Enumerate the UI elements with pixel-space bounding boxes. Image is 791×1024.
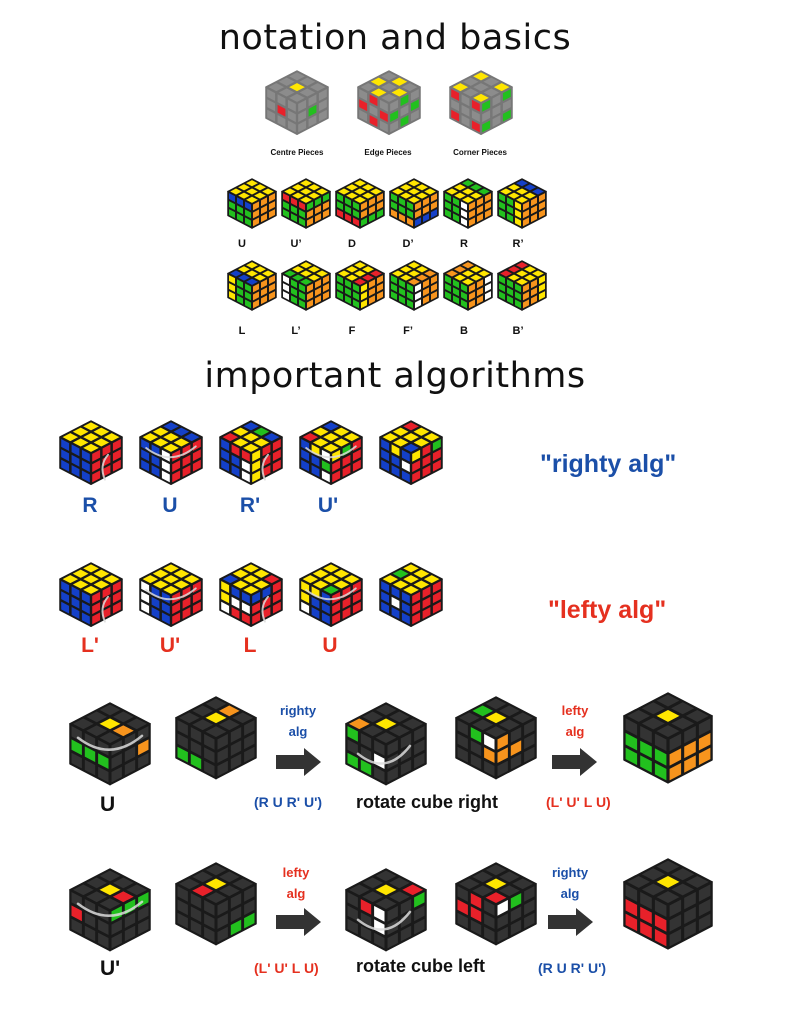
righty-move-label: U — [162, 494, 178, 517]
case-uprime-arrow2-label: righty alg — [551, 865, 589, 901]
notation-title: notation and basics — [218, 18, 572, 58]
case-u-arrow2-label: lefty alg — [561, 703, 589, 739]
righty-move-label: R — [82, 494, 98, 517]
cube-icon — [175, 862, 257, 946]
move-label: U’ — [290, 238, 302, 250]
righty-move-label: U' — [317, 494, 339, 517]
cube-icon — [69, 868, 151, 952]
cube-icon — [139, 562, 203, 627]
case-uprime-rotate: rotate cube left — [356, 956, 486, 976]
lefty-move-label: L' — [81, 634, 99, 657]
case-uprime-seq1: (L' U' L U) — [254, 960, 319, 976]
corner-pieces-cube — [449, 70, 514, 144]
lefty-move-label: U — [322, 634, 338, 657]
edge-pieces-cube — [357, 70, 422, 144]
notation-row-2 — [227, 260, 558, 315]
lefty-moves: L' U' L U — [60, 634, 460, 660]
cube-icon — [497, 178, 547, 229]
cube-icon — [227, 260, 277, 311]
move-label: L — [238, 325, 246, 337]
case-u-seq1: (R U R' U') — [254, 794, 323, 810]
righty-cubes — [59, 420, 460, 490]
cube-icon — [345, 868, 427, 952]
right-arrow-icon — [548, 908, 593, 936]
lefty-alg-name: "lefty alg" — [548, 596, 667, 624]
move-label: D’ — [402, 238, 414, 250]
cube-icon — [345, 702, 427, 786]
right-arrow-icon — [276, 748, 321, 776]
case-u-arrow1-label: righty alg — [279, 703, 317, 739]
righty-moves: R U R' U' — [60, 494, 460, 520]
case-u-seq2: (L' U' L U) — [546, 794, 611, 810]
cube-icon — [59, 562, 123, 627]
cube-icon — [623, 692, 713, 784]
centre-pieces-label: Centre Pieces — [270, 148, 324, 157]
notation-row-2-labels: L L’ F F’ B B’ — [222, 325, 562, 341]
corner-pieces-label: Corner Pieces — [453, 148, 507, 157]
move-label: F — [348, 325, 356, 337]
move-label: L’ — [291, 325, 301, 337]
cube-icon — [449, 70, 513, 135]
cube-icon — [299, 420, 363, 485]
right-arrow-icon — [552, 748, 597, 776]
cube-icon — [443, 260, 493, 311]
case-u-row — [0, 692, 791, 792]
cube-icon — [299, 562, 363, 627]
centre-pieces-cube — [265, 70, 330, 144]
righty-move-label: R' — [239, 494, 261, 517]
cube-icon — [379, 562, 443, 627]
cube-icon — [139, 420, 203, 485]
edge-pieces-label: Edge Pieces — [364, 148, 412, 157]
cube-icon — [389, 178, 439, 229]
move-label: B’ — [512, 325, 524, 337]
righty-alg-name: "righty alg" — [540, 450, 677, 478]
cube-icon — [219, 420, 283, 485]
cube-icon — [281, 178, 331, 229]
lefty-move-label: U' — [159, 634, 181, 657]
right-arrow-icon — [276, 908, 321, 936]
move-label: R’ — [512, 238, 524, 250]
algorithms-title: important algorithms — [204, 356, 586, 396]
cube-icon — [497, 260, 547, 311]
lefty-cubes — [59, 562, 460, 632]
cube-icon — [443, 178, 493, 229]
lefty-move-label: L — [243, 634, 257, 657]
case-uprime-label: U' — [100, 957, 121, 980]
case-uprime-seq2: (R U R' U') — [538, 960, 607, 976]
cube-icon — [389, 260, 439, 311]
cube-icon — [335, 260, 385, 311]
move-label: F’ — [403, 325, 413, 337]
case-u-rotate: rotate cube right — [356, 792, 499, 812]
case-u-label: U — [100, 793, 116, 816]
cube-icon — [59, 420, 123, 485]
move-label: B — [460, 325, 468, 337]
cube-icon — [265, 70, 329, 135]
cube-icon — [335, 178, 385, 229]
cube-icon — [379, 420, 443, 485]
case-uprime-arrow1-label: lefty alg — [282, 865, 310, 901]
cube-icon — [455, 862, 537, 946]
case-uprime-row — [0, 858, 791, 958]
cube-icon — [227, 178, 277, 229]
cube-icon — [455, 696, 537, 780]
cube-icon — [281, 260, 331, 311]
move-label: D — [348, 238, 356, 250]
move-label: U — [238, 238, 246, 250]
notation-row-1 — [227, 178, 558, 233]
cube-icon — [357, 70, 421, 135]
move-label: R — [460, 238, 468, 250]
cube-icon — [69, 702, 151, 786]
cube-icon — [175, 696, 257, 780]
cube-icon — [623, 858, 713, 950]
cube-icon — [219, 562, 283, 627]
notation-row-1-labels: U U’ D D’ R R’ — [222, 238, 562, 254]
